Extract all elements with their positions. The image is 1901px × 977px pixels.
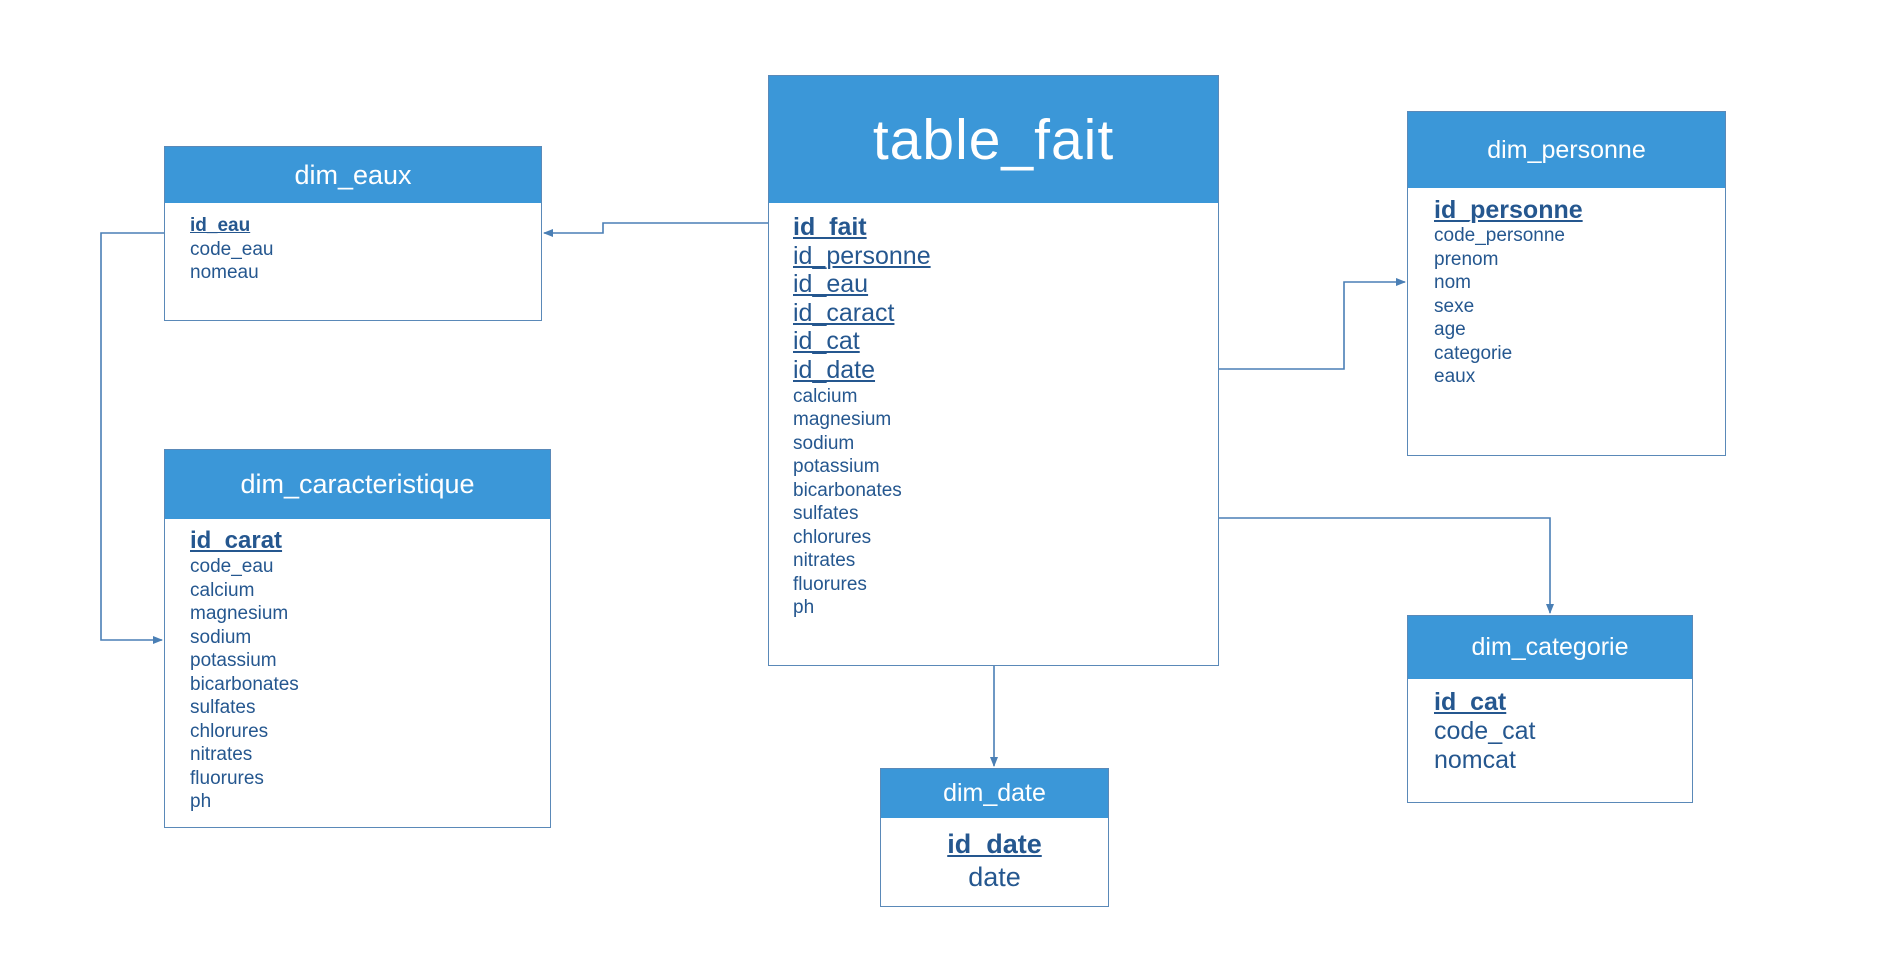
field-code-cat: code_cat <box>1434 717 1536 745</box>
field-age: age <box>1434 319 1466 340</box>
table-dim-eaux-header: dim_eaux <box>165 147 541 203</box>
table-dim-categorie-fields: id_cat code_cat nomcat <box>1408 679 1692 775</box>
field-eaux: eaux <box>1434 366 1476 387</box>
field-id-personne: id_personne <box>1434 196 1583 224</box>
field-fluorures: fluorures <box>190 767 264 789</box>
table-fait-fields: id_fait id_personne id_eau id_caract id_… <box>769 203 1218 620</box>
table-dim-categorie[interactable]: dim_categorie id_cat code_cat nomcat <box>1407 615 1693 803</box>
field-calcium: calcium <box>793 385 858 407</box>
table-dim-date-fields: id_date date <box>881 818 1108 894</box>
field-id-date: id_date <box>947 829 1042 859</box>
field-nom: nom <box>1434 272 1471 293</box>
field-id-eau: id_eau <box>190 215 251 236</box>
field-sodium: sodium <box>190 626 252 648</box>
table-dim-eaux-fields: id_eau code_eau nomeau <box>165 203 541 285</box>
field-fluorures: fluorures <box>793 573 867 595</box>
field-id-carat: id_carat <box>190 527 283 554</box>
field-sulfates: sulfates <box>190 697 256 718</box>
field-code-eau: code_eau <box>190 556 274 577</box>
field-id-eau: id_eau <box>793 270 869 299</box>
field-nomeau: nomeau <box>190 262 259 283</box>
field-id-fait: id_fait <box>793 213 867 241</box>
field-chlorures: chlorures <box>793 526 872 548</box>
connector-fait-to-categorie <box>1219 517 1554 614</box>
table-dim-categorie-header: dim_categorie <box>1408 616 1692 679</box>
table-dim-caracteristique-fields: id_carat code_eau calcium magnesium sodi… <box>165 519 550 814</box>
field-bicarbonates: bicarbonates <box>190 673 299 695</box>
table-dim-date-header: dim_date <box>881 769 1108 818</box>
field-ph: ph <box>190 791 212 812</box>
field-categorie: categorie <box>1434 342 1513 364</box>
field-code-personne: code_personne <box>1434 225 1565 246</box>
connector-fait-to-eaux <box>543 222 768 237</box>
field-id-caract: id_caract <box>793 298 895 327</box>
table-dim-personne[interactable]: dim_personne id_personne code_personne p… <box>1407 111 1726 456</box>
connector-fait-to-personne <box>1219 278 1406 370</box>
field-nitrates: nitrates <box>793 550 856 572</box>
field-potassium: potassium <box>793 456 880 478</box>
field-sexe: sexe <box>1434 295 1475 317</box>
field-sulfates: sulfates <box>793 503 859 525</box>
field-id-personne: id_personne <box>793 241 931 270</box>
field-nomcat: nomcat <box>1434 746 1516 774</box>
field-id-cat: id_cat <box>1434 688 1507 716</box>
field-nitrates: nitrates <box>190 744 253 765</box>
field-prenom: prenom <box>1434 248 1499 270</box>
table-fait-header: table_fait <box>769 76 1218 203</box>
field-code-eau: code_eau <box>190 238 274 260</box>
table-fait[interactable]: table_fait id_fait id_personne id_eau id… <box>768 75 1219 666</box>
field-chlorures: chlorures <box>190 720 269 742</box>
table-dim-eaux[interactable]: dim_eaux id_eau code_eau nomeau <box>164 146 542 321</box>
field-ph: ph <box>793 597 815 619</box>
table-dim-personne-fields: id_personne code_personne prenom nom sex… <box>1408 188 1725 389</box>
field-bicarbonates: bicarbonates <box>793 479 902 501</box>
field-magnesium: magnesium <box>793 409 892 431</box>
table-dim-personne-header: dim_personne <box>1408 112 1725 188</box>
field-magnesium: magnesium <box>190 603 289 624</box>
field-calcium: calcium <box>190 579 255 601</box>
field-sodium: sodium <box>793 432 855 454</box>
field-date: date <box>968 862 1021 892</box>
connector-eaux-to-caracteristique <box>100 232 164 644</box>
field-id-date: id_date <box>793 355 876 384</box>
table-dim-caracteristique-header: dim_caracteristique <box>165 450 550 519</box>
field-id-cat: id_cat <box>793 327 860 356</box>
table-dim-date[interactable]: dim_date id_date date <box>880 768 1109 907</box>
table-dim-caracteristique[interactable]: dim_caracteristique id_carat code_eau ca… <box>164 449 551 828</box>
field-potassium: potassium <box>190 650 277 671</box>
